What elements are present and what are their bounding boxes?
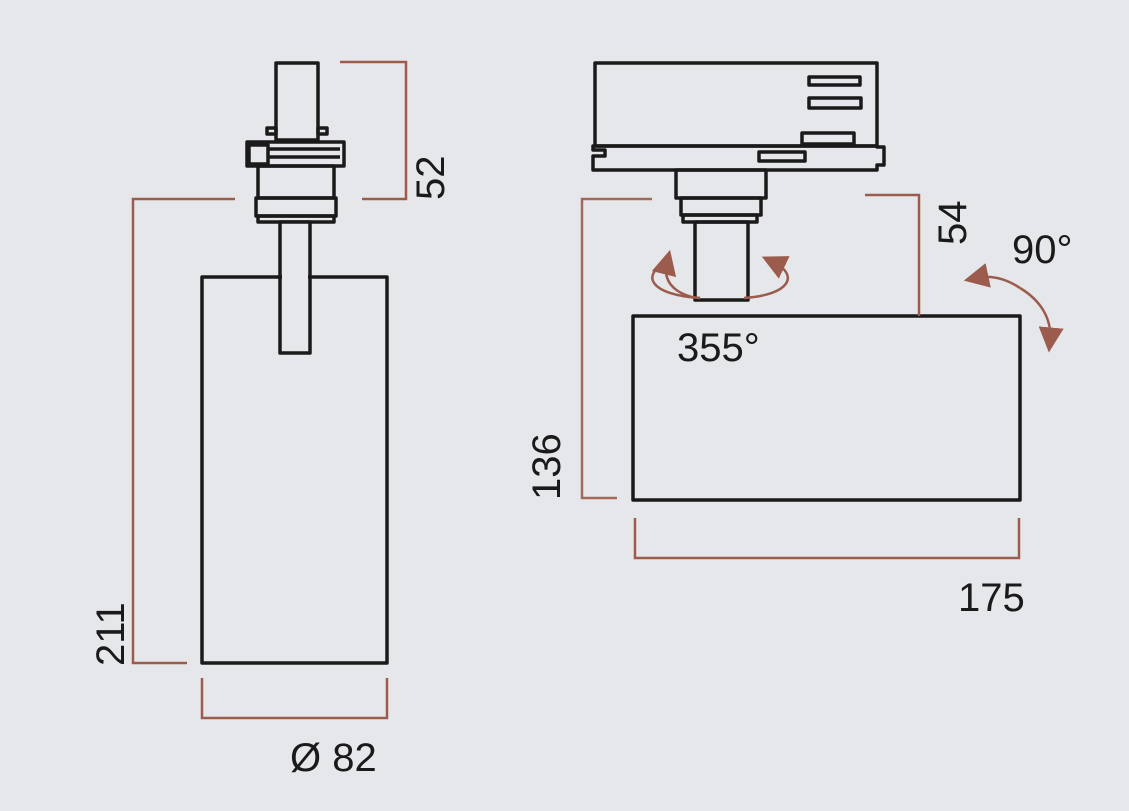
dim-label-175: 175: [958, 576, 1025, 620]
slot-1: [807, 75, 862, 87]
stem: [278, 220, 312, 355]
dim-line-175: [633, 518, 1021, 560]
dim-label-82: Ø 82: [290, 736, 377, 780]
dim-line-82: [200, 678, 389, 720]
connector-tab-left: [265, 126, 278, 136]
front-view-fixture: [591, 61, 1022, 502]
slot-4: [757, 150, 807, 163]
neck-top: [674, 168, 768, 200]
stem: [693, 220, 750, 302]
tilt-rotation-label: 90°: [1012, 228, 1073, 272]
dim-line-54: [865, 193, 921, 316]
dim-line-52: [340, 60, 408, 201]
neck-ring: [679, 196, 763, 217]
connector-tab-right: [316, 126, 329, 136]
dim-label-211: 211: [89, 602, 133, 666]
side-view-fixture: [200, 61, 389, 665]
track-connector: [274, 61, 320, 142]
adapter-body: [256, 164, 336, 200]
slot-2: [807, 96, 863, 110]
dim-line-136: [580, 197, 652, 500]
slot-3: [800, 131, 856, 146]
dim-label-136: 136: [525, 433, 569, 500]
flange-latch: [247, 143, 270, 166]
lamp-head: [631, 314, 1022, 502]
dim-label-54: 54: [931, 201, 975, 246]
pan-rotation-label: 355°: [677, 326, 760, 370]
front-view-dimensions: 355° 90° 54 136 175: [525, 193, 1073, 620]
tilt-rotation-arrow: [1019, 286, 1064, 353]
pan-rotation-arrow: [651, 262, 787, 300]
dim-line-211: [131, 197, 235, 665]
side-view-dimensions: 52 211 Ø 82: [89, 60, 453, 780]
adapter-rail: [591, 144, 886, 172]
dim-label-52: 52: [409, 156, 453, 201]
adapter-ring: [254, 196, 338, 218]
